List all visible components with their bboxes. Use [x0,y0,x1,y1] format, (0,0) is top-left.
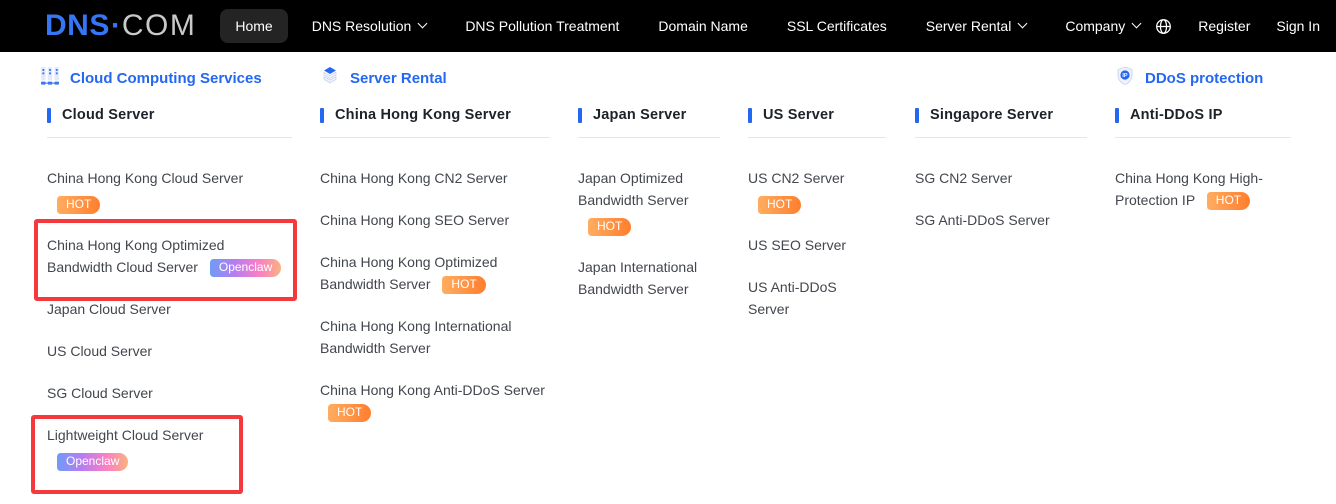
logo-dot: · [111,9,121,43]
item-list: SG CN2 Server SG Anti-DDoS Server [915,138,1087,231]
section-title: Singapore Server [930,107,1053,123]
menu-item-china-hong-kong-high-protection-ip[interactable]: China Hong Kong High-Protection IP HOT [1115,167,1291,211]
column-us-server: US Server US CN2 Server HOT US SEO Serve… [748,66,886,340]
column-cloud-server: Cloud Computing Services Cloud Server Ch… [40,66,292,491]
mega-menu: Cloud Computing Services Cloud Server Ch… [0,52,1336,504]
column-china-hong-kong-server: Server Rental China Hong Kong Server Chi… [320,66,550,443]
server-icon [320,66,340,90]
menu-item-sg-cn2-server[interactable]: SG CN2 Server [915,167,1087,189]
nav-item-label: DNS Resolution [312,18,412,34]
section-title: China Hong Kong Server [335,107,511,123]
top-nav: DNS · COM Home DNS Resolution DNS Pollut… [0,0,1336,52]
item-list: China Hong Kong High-Protection IP HOT [1115,138,1291,211]
menu-item-china-hong-kong-international-bandwidth-server[interactable]: China Hong Kong International Bandwidth … [320,315,550,359]
column-japan-server: Japan Server Japan Optimized Bandwidth S… [578,66,720,320]
menu-item-china-hong-kong-cloud-server[interactable]: China Hong Kong Cloud Server HOT [47,167,292,214]
section-bar [915,108,919,123]
menu-item-us-anti-ddos-server[interactable]: US Anti-DDoS Server [748,276,876,320]
menu-item-sg-anti-ddos-server[interactable]: SG Anti-DDoS Server [915,209,1087,231]
chevron-down-icon [418,19,428,29]
section-anti-ddos-ip: Anti-DDoS IP [1115,106,1291,124]
section-title: Japan Server [593,107,687,123]
item-list: China Hong Kong CN2 Server China Hong Ko… [320,138,550,423]
section-title: Cloud Server [62,107,155,123]
hot-badge: HOT [1207,192,1250,210]
group-title: Cloud Computing Services [70,70,262,87]
nav-item-label: DNS Pollution Treatment [465,18,619,34]
menu-item-sg-cloud-server[interactable]: SG Cloud Server [47,382,292,404]
section-japan-server: Japan Server [578,106,720,124]
nav-item-dns-resolution[interactable]: DNS Resolution [297,9,442,43]
item-list: China Hong Kong Cloud Server HOT China H… [47,138,292,471]
group-cloud-computing-services[interactable]: Cloud Computing Services [40,66,292,90]
column-singapore-server: Singapore Server SG CN2 Server SG Anti-D… [915,66,1087,251]
menu-item-us-cn2-server[interactable]: US CN2 Server HOT [748,167,876,214]
menu-item-us-cloud-server[interactable]: US Cloud Server [47,340,292,362]
column-ddos-protection: IP DDoS protection Anti-DDoS IP China Ho… [1115,66,1291,231]
hot-badge: HOT [588,218,631,236]
group-title: DDoS protection [1145,70,1263,87]
nav-item-label: Company [1065,18,1125,34]
nav-item-label: Home [235,18,272,34]
logo[interactable]: DNS · COM [45,9,196,43]
section-china-hong-kong-server: China Hong Kong Server [320,106,550,124]
nav-item-server-rental[interactable]: Server Rental [911,9,1042,43]
svg-text:IP: IP [1122,73,1128,79]
logo-com: COM [122,9,197,43]
group-title: Server Rental [350,70,447,87]
section-bar [1115,108,1119,123]
menu-item-china-hong-kong-anti-ddos-server[interactable]: China Hong Kong Anti-DDoS Server HOT [320,379,550,423]
nav-item-label: Server Rental [926,18,1012,34]
shield-icon: IP [1115,66,1135,90]
signin-link[interactable]: Sign In [1276,18,1320,34]
hot-badge: HOT [57,196,100,214]
group-ddos-protection[interactable]: IP DDoS protection [1115,66,1291,90]
nav-right: Register Sign In [1155,18,1320,35]
nav-item-home[interactable]: Home [220,9,287,43]
menu-item-japan-optimized-bandwidth-server[interactable]: Japan Optimized Bandwidth Server HOT [578,167,720,236]
section-bar [748,108,752,123]
group-server-rental[interactable]: Server Rental [320,66,550,90]
nav-item-ssl-certificates[interactable]: SSL Certificates [772,9,902,43]
menu-item-lightweight-cloud-server[interactable]: Lightweight Cloud Server Openclaw [47,424,292,471]
menu-item-us-seo-server[interactable]: US SEO Server [748,234,876,256]
chevron-down-icon [1018,19,1028,29]
section-title: US Server [763,107,834,123]
menu-item-china-hong-kong-cn2-server[interactable]: China Hong Kong CN2 Server [320,167,550,189]
menu-item-japan-international-bandwidth-server[interactable]: Japan International Bandwidth Server [578,256,720,300]
chevron-down-icon [1132,19,1142,29]
section-singapore-server: Singapore Server [915,106,1087,124]
openclaw-badge: Openclaw [210,259,281,277]
section-bar [47,108,51,123]
nav-item-company[interactable]: Company [1050,9,1155,43]
menu-item-china-hong-kong-optimized-bandwidth-cloud-server[interactable]: China Hong Kong Optimized Bandwidth Clou… [47,234,292,278]
logo-dns: DNS [45,9,110,43]
main-nav: Home DNS Resolution DNS Pollution Treatm… [220,9,1155,43]
nav-item-dns-pollution-treatment[interactable]: DNS Pollution Treatment [450,9,634,43]
item-list: Japan Optimized Bandwidth Server HOT Jap… [578,138,720,300]
nav-item-label: SSL Certificates [787,18,887,34]
nav-item-label: Domain Name [658,18,747,34]
hot-badge: HOT [758,196,801,214]
grid-icon [40,66,60,90]
section-cloud-server: Cloud Server [47,106,292,124]
section-us-server: US Server [748,106,886,124]
register-link[interactable]: Register [1198,18,1250,34]
globe-icon[interactable] [1155,18,1172,35]
section-title: Anti-DDoS IP [1130,107,1223,123]
menu-item-china-hong-kong-seo-server[interactable]: China Hong Kong SEO Server [320,209,550,231]
openclaw-badge: Openclaw [57,453,128,471]
nav-item-domain-name[interactable]: Domain Name [643,9,762,43]
menu-item-japan-cloud-server[interactable]: Japan Cloud Server [47,298,292,320]
hot-badge: HOT [328,404,371,422]
section-bar [320,108,324,123]
section-bar [578,108,582,123]
item-list: US CN2 Server HOT US SEO Server US Anti-… [748,138,886,320]
hot-badge: HOT [442,276,485,294]
menu-item-china-hong-kong-optimized-bandwidth-server[interactable]: China Hong Kong Optimized Bandwidth Serv… [320,251,550,295]
